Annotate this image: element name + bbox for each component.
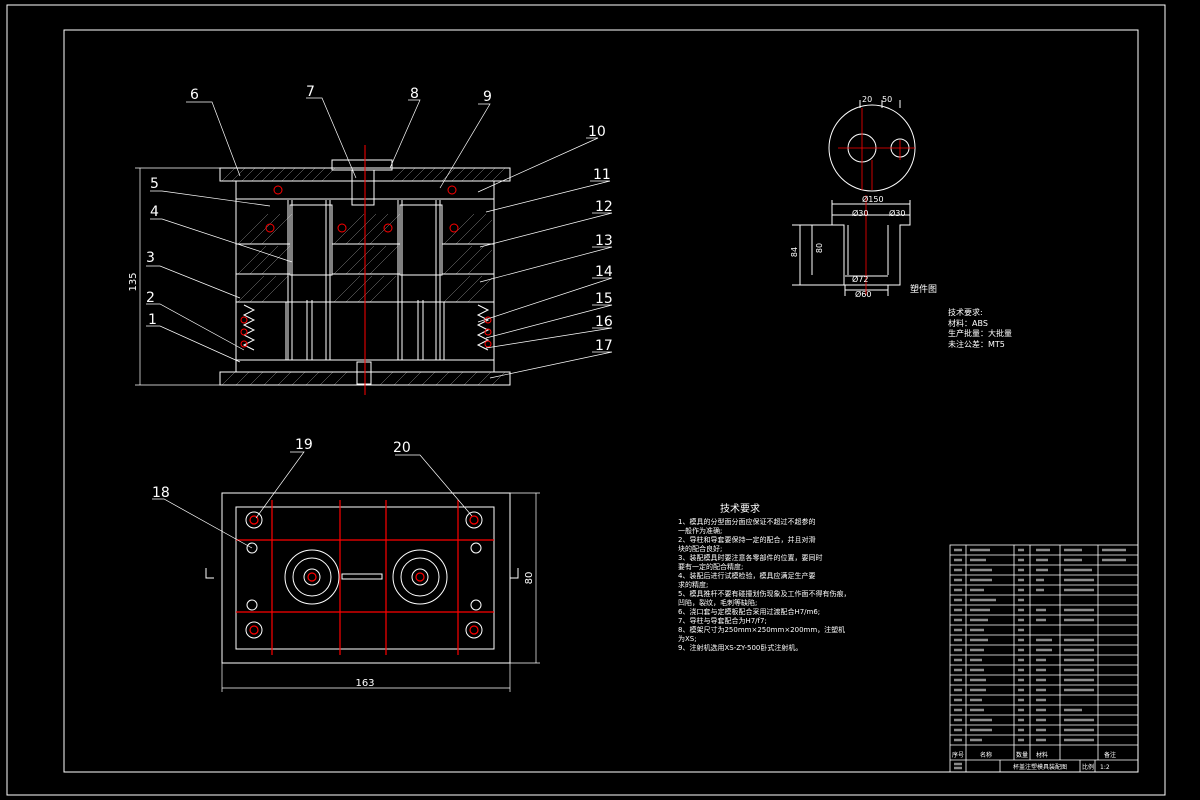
section-red-marks (240, 145, 492, 395)
part-dim-72: Ø72 (852, 274, 868, 284)
part-label-7: 7 (306, 84, 315, 100)
inner-border (63, 29, 1139, 773)
tech-req-line: 4、装配后进行试模检验，模具应满足生产要 (678, 571, 815, 580)
part-label-15: 15 (595, 291, 613, 307)
part-label-2: 2 (146, 290, 155, 306)
part-dim-20: 20 (862, 95, 872, 104)
part-dim-50: 50 (882, 95, 892, 104)
dim-plan-height-text: 80 (524, 572, 535, 585)
bom-footer-remark: 备注 (1104, 751, 1116, 759)
part-label-8: 8 (410, 86, 419, 102)
part-material: 材料：ABS (948, 318, 988, 328)
part-dim-30b: Ø30 (889, 208, 905, 218)
part-label-16: 16 (595, 314, 613, 330)
tech-req-line: 要有一定的配合精度; (678, 562, 743, 571)
part-label-13: 13 (595, 233, 613, 249)
part-drawing-notes: 技术要求: 材料：ABS 生产批量：大批量 未注公差：MT5 (948, 307, 1012, 349)
leader-lines (146, 97, 613, 549)
bom-table (949, 544, 1139, 773)
part-label-10: 10 (588, 124, 606, 140)
part-dim-150: Ø150 (862, 194, 884, 204)
part-dim-30a: Ø30 (852, 208, 868, 218)
tech-req-line: 5、模具推杆不要有碰撞划伤现象及工作面不得有伤痕， (678, 589, 850, 598)
section-hatch (221, 167, 506, 386)
tech-req-title: 技术要求 (720, 502, 760, 515)
dim-plan (221, 492, 540, 692)
tech-req-line: 3、装配模具时要注意各零部件的位置，要同时 (678, 553, 822, 562)
part-label-3: 3 (146, 250, 155, 266)
part-req-title: 技术要求: (948, 307, 983, 317)
part-label-4: 4 (150, 204, 159, 220)
scale-value: 1:2 (1100, 764, 1110, 771)
outer-border (6, 4, 1166, 796)
bom-footer-name: 名称 (980, 751, 992, 759)
dim-height (135, 167, 220, 386)
bom-footer-material: 材料 (1036, 751, 1048, 759)
tech-req-line: 为XS; (678, 634, 697, 643)
bom-filler-marks (954, 548, 1126, 770)
drawing-title: 杯盖注塑模具装配图 (1013, 763, 1067, 771)
part-drawing-caption: 塑件图 (910, 283, 937, 295)
part-label-1: 1 (148, 312, 157, 328)
plan-red-lines (236, 500, 494, 655)
tech-req-line: 6、浇口套与定模板配合采用过渡配合H7/m6; (678, 607, 820, 616)
part-dim-60: Ø60 (855, 289, 871, 299)
part-label-14: 14 (595, 264, 613, 280)
part-number-labels: 1 2 3 4 5 6 7 8 9 10 11 12 13 14 15 16 1… (146, 84, 613, 501)
part-label-12: 12 (595, 199, 613, 215)
part-label-20: 20 (393, 440, 411, 456)
tech-req-line: 8、模架尺寸为250mm×250mm×200mm，注塑机 (678, 625, 845, 634)
part-drawing-centerlines (838, 108, 915, 295)
dim-plan-width-text: 163 (355, 678, 374, 689)
part-label-18: 18 (152, 485, 170, 501)
part-label-19: 19 (295, 437, 313, 453)
part-label-9: 9 (483, 89, 492, 105)
tech-req-line: 9、注射机选用XS-ZY-500卧式注射机。 (678, 643, 802, 652)
tech-req-line: 2、导柱和导套要保持一定的配合，并且对滑 (678, 535, 815, 544)
tech-req-line: 1、模具的分型面分面应保证不超过不超参的 (678, 517, 815, 526)
tech-req-line: 7、导柱与导套配合为H7/f7; (678, 616, 767, 625)
part-label-17: 17 (595, 338, 613, 354)
tech-req-line: 凹陷，裂纹，毛刺等缺陷; (678, 598, 757, 607)
part-dim-84: 84 (790, 247, 799, 257)
tech-req-lines: 1、模具的分型面分面应保证不超过不超参的 一般作为准确; 2、导柱和导套要保持一… (678, 517, 850, 652)
scale-label: 比例 (1082, 763, 1094, 771)
part-label-5: 5 (150, 176, 159, 192)
bom-footer-no: 序号 (952, 751, 964, 759)
part-drawing (792, 100, 916, 296)
plan-view (205, 492, 519, 664)
bom-footer: 序号 名称 数量 材料 备注 (952, 751, 1116, 759)
bom-footer-qty: 数量 (1016, 751, 1028, 759)
part-dim-80: 80 (815, 243, 824, 253)
dim-height-text: 135 (128, 272, 139, 291)
tech-req-line: 求的精度; (678, 580, 708, 589)
tech-req-line: 一般作为准确; (678, 526, 722, 535)
part-drawing-dims: 20 50 Ø150 Ø30 Ø30 84 80 Ø72 Ø60 (790, 95, 905, 299)
part-label-6: 6 (190, 87, 199, 103)
part-tolerance: 未注公差：MT5 (948, 339, 1005, 349)
part-label-11: 11 (593, 167, 611, 183)
part-batch: 生产批量：大批量 (948, 328, 1012, 338)
tech-req-line: 块的配合良好; (678, 544, 722, 553)
